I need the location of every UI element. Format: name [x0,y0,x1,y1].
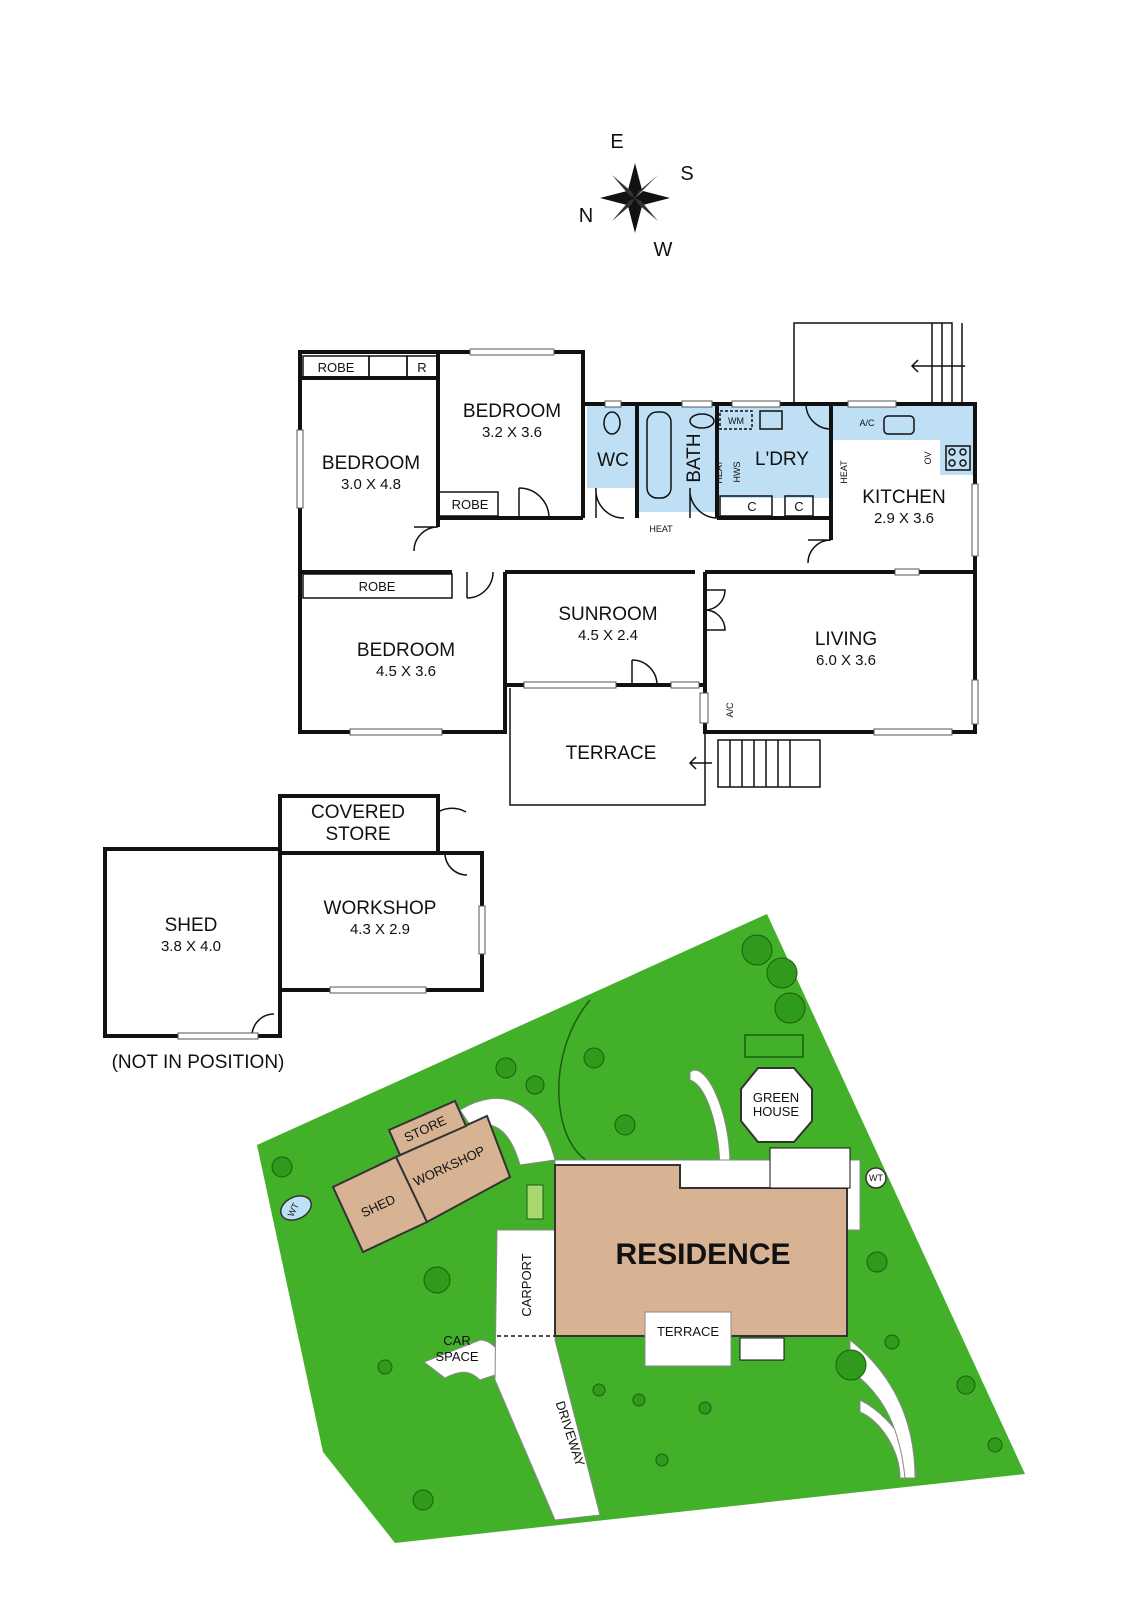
room-living-dims: 6.0 X 3.6 [816,652,876,669]
compass-south: S [680,163,693,185]
robe-1: ROBE [318,360,355,375]
room-bedroom-1-dims: 3.0 X 4.8 [341,476,401,493]
site-store-shape [387,1099,468,1157]
site-wt-label-2: WT [869,1173,883,1183]
heat-label-3: HEAT [839,460,849,484]
room-living: LIVING [815,629,877,650]
room-bedroom-3: BEDROOM [357,640,455,661]
robe-2: ROBE [452,497,489,512]
room-shed-dims: 3.8 X 4.0 [161,938,221,955]
room-wc: WC [597,450,629,471]
site-carport-label: CARPORT [519,1253,534,1316]
site-green-house-line1: GREEN [753,1090,799,1105]
room-bedroom-2-dims: 3.2 X 3.6 [482,424,542,441]
compass-west: W [654,239,673,261]
not-in-position-note: (NOT IN POSITION) [112,1052,285,1073]
compass: E S N W [579,131,694,261]
wet-area-bath [637,404,717,512]
wm-label: WM [728,416,744,426]
ac-label-1: A/C [859,418,875,428]
room-bedroom-1: BEDROOM [322,453,420,474]
outbuildings-plan: COVERED STORE WORKSHOP 4.3 X 2.9 SHED 3.… [103,794,486,1073]
room-bedroom-2: BEDROOM [463,401,561,422]
hws-label: HWS [732,462,742,483]
room-workshop-dims: 4.3 X 2.9 [350,921,410,938]
site-plan: RESIDENCE TERRACE CARPORT CAR SPACE DRIV… [257,914,1025,1543]
site-car-space-line1: CAR [443,1333,470,1348]
room-kitchen: KITCHEN [862,487,945,508]
house-plan: BEDROOM 3.0 X 4.8 BEDROOM 3.2 X 3.6 BEDR… [296,322,979,806]
room-kitchen-dims: 2.9 X 3.6 [874,510,934,527]
covered-store-line2: STORE [325,824,390,845]
cupboard-1: C [747,499,756,514]
robe-3: ROBE [359,579,396,594]
covered-store-line1: COVERED [311,802,405,823]
heat-label-1: HEAT [649,524,673,534]
site-terrace-label: TERRACE [657,1324,719,1339]
room-workshop: WORKSHOP [324,898,437,919]
room-bedroom-3-dims: 4.5 X 3.6 [376,663,436,680]
heat-label-2: HEAT [714,460,724,484]
site-car-space-line2: SPACE [435,1349,478,1364]
oven-label: OV [923,451,933,464]
compass-north: N [579,205,593,227]
site-residence-label: RESIDENCE [615,1238,790,1271]
room-bath: BATH [684,433,705,482]
cupboard-2: C [794,499,803,514]
compass-east: E [610,131,623,153]
room-laundry: L'DRY [755,449,809,470]
room-shed: SHED [165,915,218,936]
robe-r: R [417,360,426,375]
room-terrace: TERRACE [566,743,657,764]
ac-label-2: A/C [725,702,735,718]
site-green-house-line2: HOUSE [753,1104,800,1119]
room-sunroom-dims: 4.5 X 2.4 [578,627,638,644]
room-sunroom: SUNROOM [558,604,657,625]
wet-area-wc [587,404,637,488]
